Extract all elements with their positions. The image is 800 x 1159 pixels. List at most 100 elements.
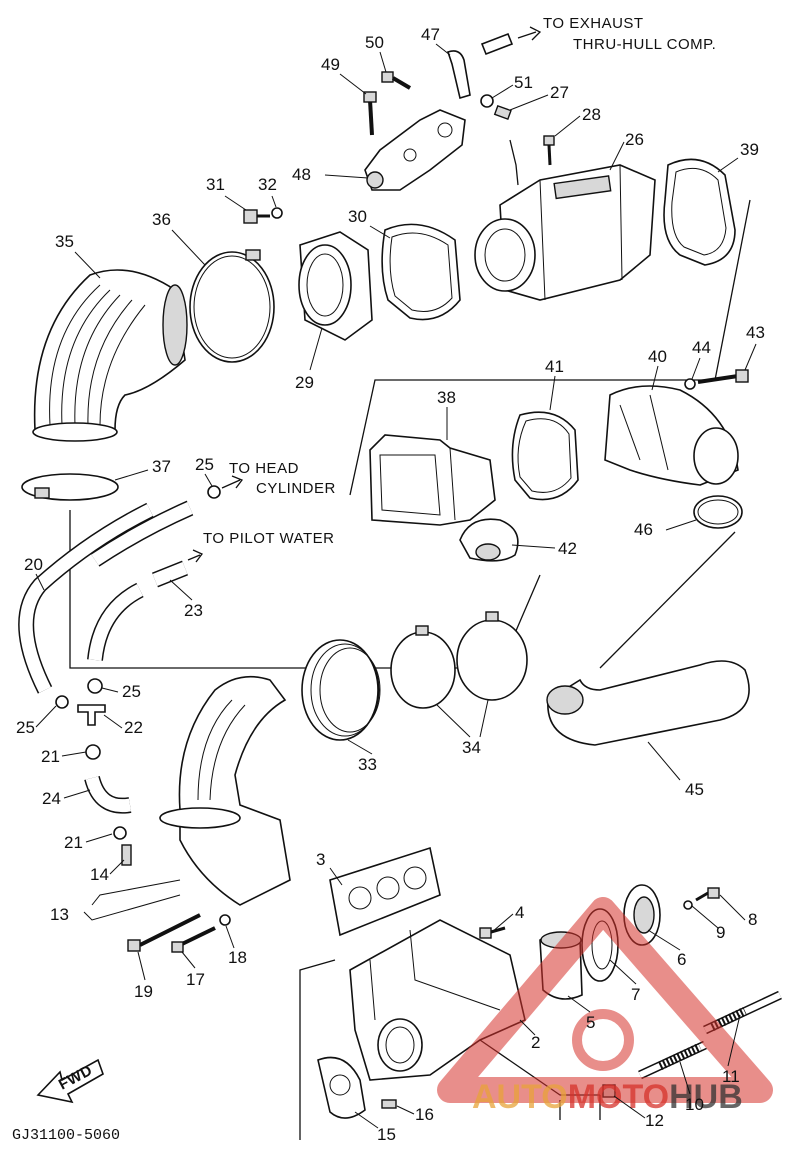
part-29-adapter xyxy=(298,231,373,341)
callout-5: 5 xyxy=(586,1013,595,1032)
part-51-clamp xyxy=(480,94,494,108)
callout-39: 39 xyxy=(740,140,759,159)
callout-41: 41 xyxy=(545,357,564,376)
callout-22: 22 xyxy=(124,718,143,737)
callout-8: 8 xyxy=(748,910,757,929)
pilot-note: TO PILOT WATER xyxy=(203,530,334,547)
callout-36: 36 xyxy=(152,210,171,229)
callout-43: 43 xyxy=(746,323,765,342)
head-note-2: CYLINDER xyxy=(256,480,336,497)
callout-44: 44 xyxy=(692,338,711,357)
callout-23: 23 xyxy=(184,601,203,620)
head-arrow xyxy=(221,475,244,489)
callout-17: 17 xyxy=(186,970,205,989)
part-35-elbow xyxy=(32,269,188,442)
callout-21-b: 21 xyxy=(64,833,83,852)
callout-16: 16 xyxy=(415,1105,434,1124)
part-10-stud xyxy=(638,1040,707,1080)
part-45-hose xyxy=(546,660,750,746)
callout-11: 11 xyxy=(722,1067,740,1086)
part-18-washer xyxy=(219,914,231,926)
part-48-bracket xyxy=(364,109,466,191)
callout-9: 9 xyxy=(716,923,725,942)
part-21-clip-a xyxy=(85,744,101,760)
part-28-bolt xyxy=(543,135,555,166)
part-38-housing xyxy=(369,434,496,526)
part-15-gasket xyxy=(317,1056,366,1119)
part-19-bolt xyxy=(127,913,201,952)
callout-20: 20 xyxy=(24,555,43,574)
callout-labels: 50 47 49 51 27 28 26 39 48 31 32 36 30 3… xyxy=(16,25,765,1144)
callout-49: 49 xyxy=(321,55,340,74)
part-20-hose xyxy=(18,500,194,694)
exhaust-note-1: TO EXHAUST xyxy=(543,15,644,32)
watermark-triangle xyxy=(437,897,773,1103)
callout-48: 48 xyxy=(292,165,311,184)
callout-31: 31 xyxy=(206,175,225,194)
part-34-clamp-b xyxy=(456,611,528,701)
callout-14: 14 xyxy=(90,865,109,884)
part-2-manifold xyxy=(349,919,526,1081)
part-9-washer xyxy=(683,900,693,910)
callout-35: 35 xyxy=(55,232,74,251)
callout-27: 27 xyxy=(550,83,569,102)
part-16-nipple xyxy=(381,1099,397,1109)
part-34-clamp-a xyxy=(390,625,456,709)
callout-47: 47 xyxy=(421,25,440,44)
callout-30: 30 xyxy=(348,207,367,226)
callout-10: 10 xyxy=(685,1095,704,1114)
callout-19: 19 xyxy=(134,982,153,1001)
head-note-1: TO HEAD xyxy=(229,460,299,477)
callout-2: 2 xyxy=(531,1033,540,1052)
callout-40: 40 xyxy=(648,347,667,366)
part-43-bolt xyxy=(697,369,749,384)
pilot-arrow xyxy=(187,549,204,563)
part-30-gasket xyxy=(381,223,461,321)
callout-38: 38 xyxy=(437,388,456,407)
callout-12: 12 xyxy=(645,1111,664,1130)
part-37-clamp xyxy=(21,473,119,501)
part-27-nipple xyxy=(493,104,512,120)
watermark-logo xyxy=(437,897,773,1103)
callout-25-b: 25 xyxy=(16,718,35,737)
part-42-cover xyxy=(459,518,519,562)
part-41-gasket xyxy=(511,411,579,501)
part-40-outlet xyxy=(604,385,739,486)
part-47-hose xyxy=(446,26,542,100)
part-8-bolt xyxy=(695,887,720,902)
callout-29: 29 xyxy=(295,373,314,392)
part-26-muffler xyxy=(474,164,656,301)
part-4-bolt xyxy=(479,926,506,939)
callout-leaders xyxy=(35,43,757,1129)
watermark-text: AUTOMOTOHUB xyxy=(472,1078,743,1116)
part-50-bolt xyxy=(381,71,412,90)
callout-7: 7 xyxy=(631,985,640,1004)
part-25-clip-b xyxy=(55,695,69,709)
exhaust-note-2: THRU-HULL COMP. xyxy=(573,36,716,53)
callout-46: 46 xyxy=(634,520,653,539)
part-22-tee-fitting xyxy=(77,704,106,726)
part-21-clip-b xyxy=(113,826,127,840)
callout-3: 3 xyxy=(316,850,325,869)
part-25-clip-a xyxy=(87,678,103,694)
callout-32: 32 xyxy=(258,175,277,194)
fwd-arrow-icon: FWD xyxy=(36,1058,104,1104)
callout-25-a: 25 xyxy=(122,682,141,701)
callout-6: 6 xyxy=(677,950,686,969)
callout-18: 18 xyxy=(228,948,247,967)
callout-50: 50 xyxy=(365,33,384,52)
part-32-washer xyxy=(271,207,283,219)
part-39-gasket xyxy=(663,158,736,266)
callout-26: 26 xyxy=(625,130,644,149)
callout-15: 15 xyxy=(377,1125,396,1144)
callout-34: 34 xyxy=(462,738,481,757)
callout-51: 51 xyxy=(514,73,533,92)
callout-42: 42 xyxy=(558,539,577,558)
part-23-hose xyxy=(152,560,188,588)
part-36-clamp xyxy=(189,249,275,363)
callout-25-top: 25 xyxy=(195,455,214,474)
part-14-nipple xyxy=(121,844,132,866)
diagram-code: GJ31100-5060 xyxy=(12,1127,120,1144)
callout-24: 24 xyxy=(42,789,61,808)
